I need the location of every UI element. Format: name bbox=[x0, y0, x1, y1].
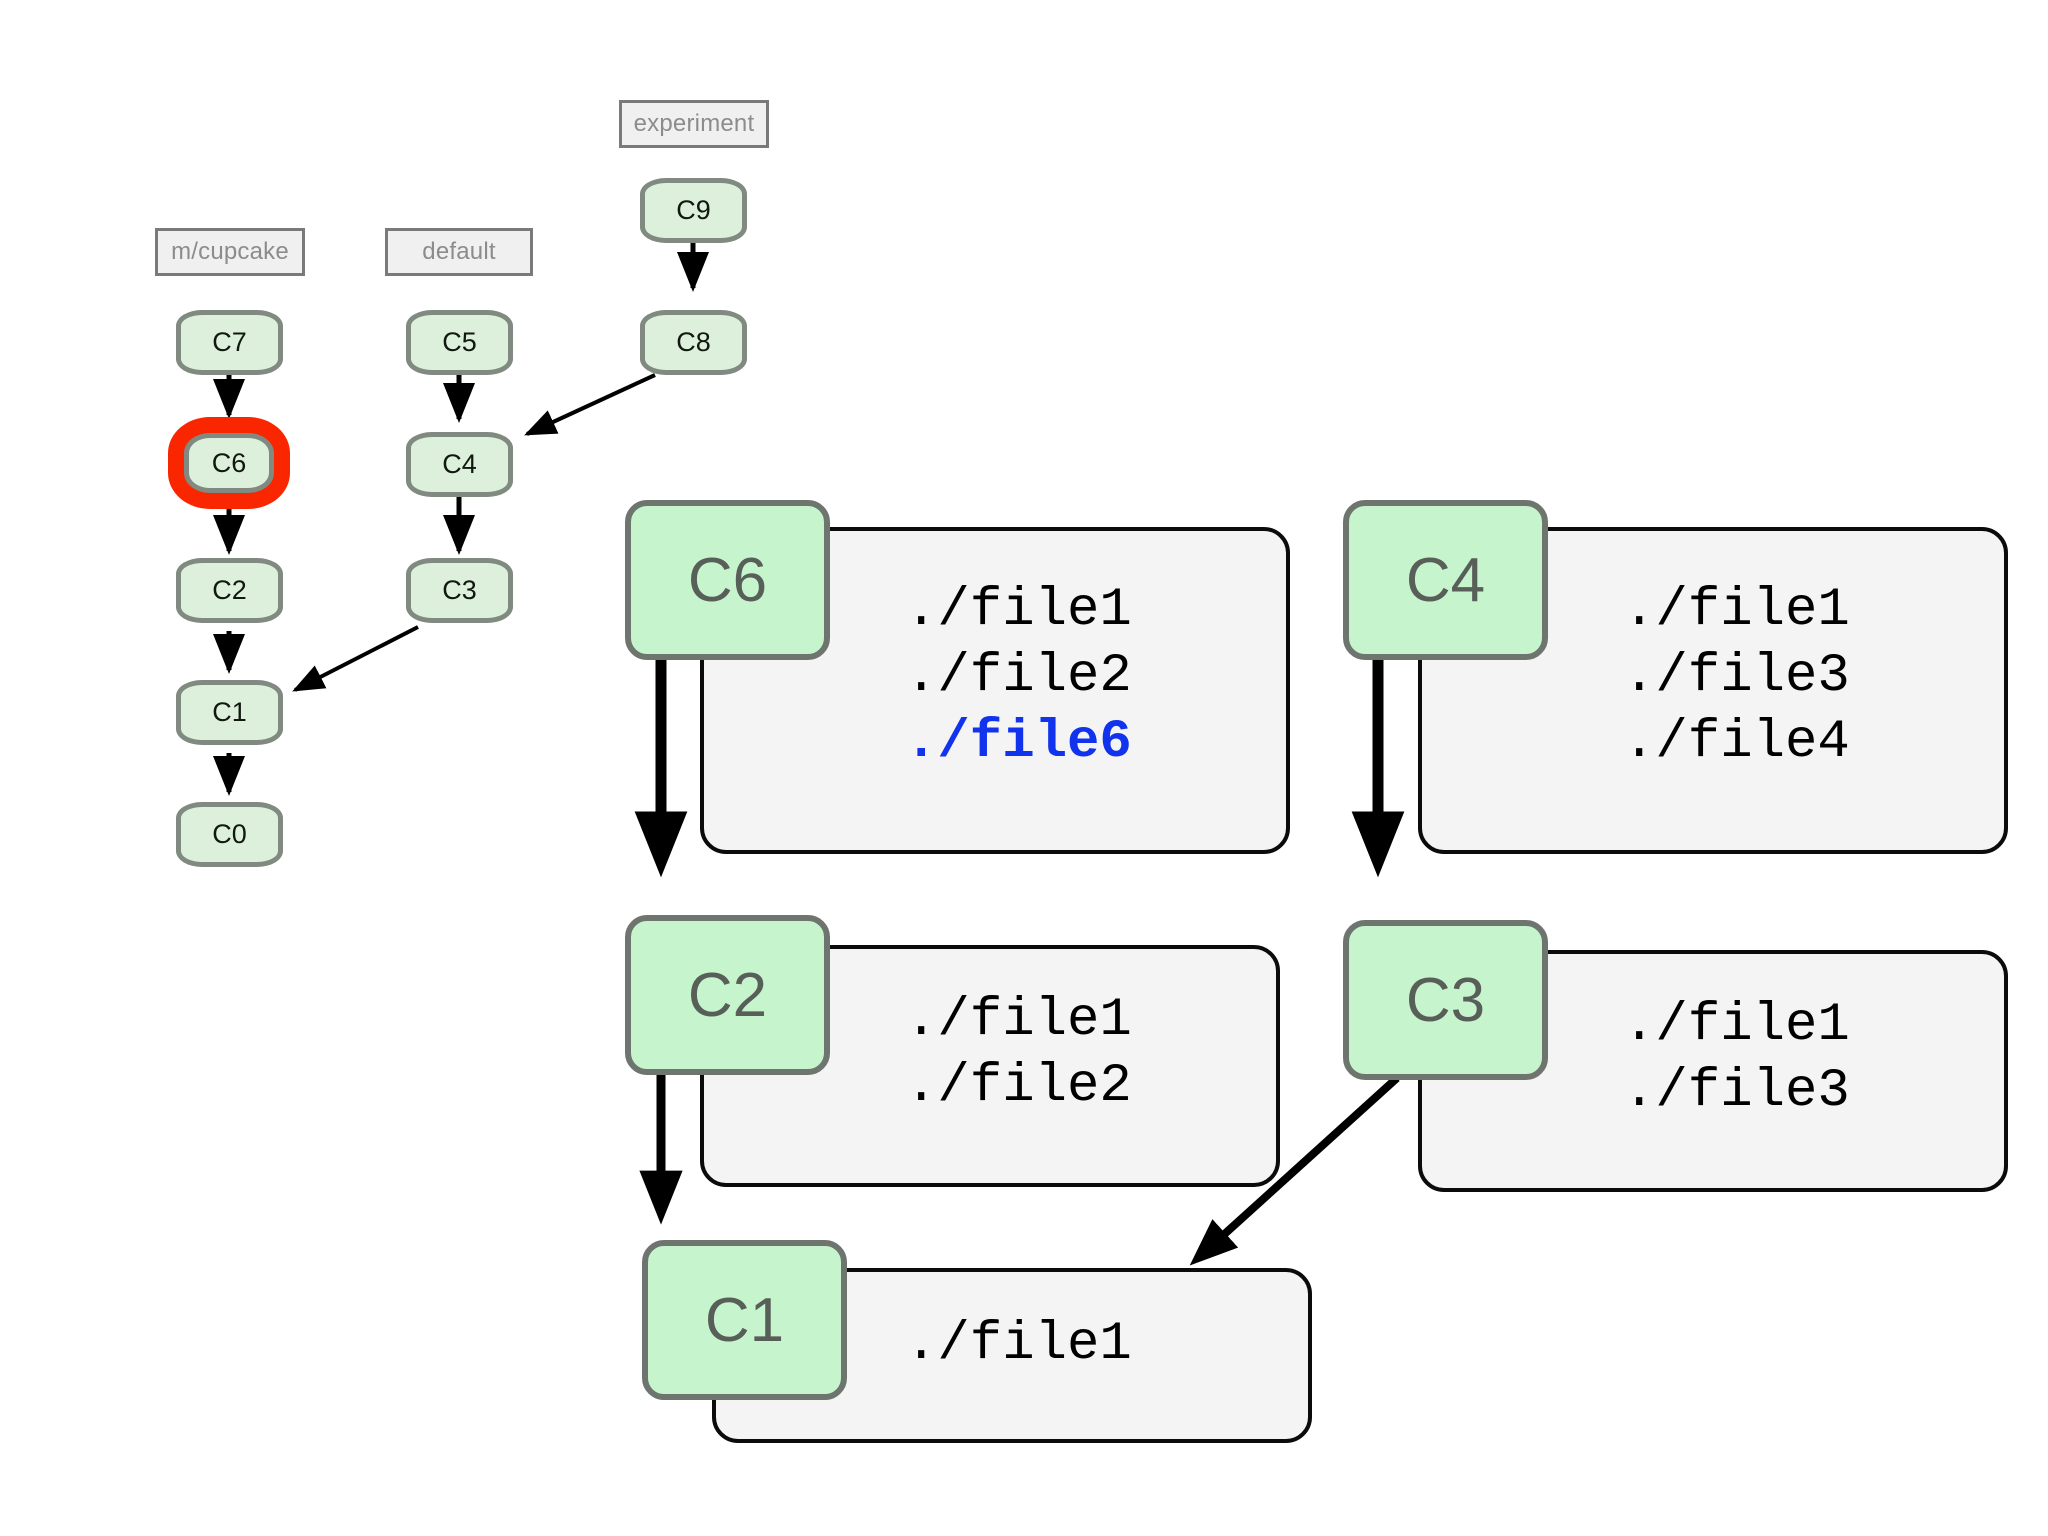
graph-node-c2[interactable]: C2 bbox=[176, 558, 283, 623]
file-item: ./file1 bbox=[1623, 995, 1850, 1056]
graph-node-c9[interactable]: C9 bbox=[640, 178, 747, 243]
edge-c8-c4 bbox=[524, 373, 656, 436]
detail-tag-label: C4 bbox=[1405, 545, 1486, 615]
graph-node-label: C6 bbox=[211, 447, 247, 478]
graph-node-c4[interactable]: C4 bbox=[406, 432, 513, 497]
graph-node-c5[interactable]: C5 bbox=[406, 310, 513, 375]
branch-label-default[interactable]: default bbox=[385, 228, 533, 276]
graph-node-label: C9 bbox=[676, 195, 711, 225]
detail-tag-c2[interactable]: C2 bbox=[625, 915, 830, 1075]
detail-tag-label: C6 bbox=[687, 545, 768, 615]
branch-label-text: m/cupcake bbox=[171, 238, 289, 265]
file-list-c2: ./file1 ./file2 bbox=[905, 988, 1132, 1120]
graph-node-label: C8 bbox=[676, 327, 711, 357]
detail-tag-c4[interactable]: C4 bbox=[1343, 500, 1548, 660]
graph-node-label: C4 bbox=[442, 449, 477, 479]
graph-node-label: C7 bbox=[212, 327, 247, 357]
graph-node-c0[interactable]: C0 bbox=[176, 802, 283, 867]
file-item: ./file6 bbox=[905, 711, 1132, 773]
detail-tag-label: C2 bbox=[687, 960, 768, 1030]
graph-node-c8[interactable]: C8 bbox=[640, 310, 747, 375]
file-item: ./file3 bbox=[1623, 645, 1850, 707]
branch-label-experiment[interactable]: experiment bbox=[619, 100, 769, 148]
graph-node-label: C1 bbox=[212, 697, 247, 727]
graph-node-label: C5 bbox=[442, 327, 477, 357]
branch-label-text: default bbox=[422, 238, 496, 265]
graph-node-c3[interactable]: C3 bbox=[406, 558, 513, 623]
detail-tag-c6[interactable]: C6 bbox=[625, 500, 830, 660]
edge-c3-c1 bbox=[292, 625, 419, 692]
file-item: ./file2 bbox=[905, 645, 1132, 707]
file-list-c4: ./file1 ./file3 ./file4 bbox=[1623, 578, 1850, 776]
branch-label-text: experiment bbox=[633, 110, 755, 137]
graph-node-label: C2 bbox=[212, 575, 247, 605]
detail-tag-c3[interactable]: C3 bbox=[1343, 920, 1548, 1080]
file-item: ./file1 bbox=[905, 580, 1132, 641]
file-item: ./file1 bbox=[905, 1314, 1132, 1375]
file-item: ./file4 bbox=[1623, 711, 1850, 773]
file-item: ./file3 bbox=[1623, 1060, 1850, 1122]
file-list-c1: ./file1 bbox=[905, 1312, 1132, 1378]
graph-node-c6[interactable]: C6 bbox=[184, 433, 274, 493]
graph-node-label: C0 bbox=[212, 819, 247, 849]
file-item: ./file1 bbox=[905, 990, 1132, 1051]
detail-tag-label: C1 bbox=[704, 1285, 785, 1355]
file-item: ./file1 bbox=[1623, 580, 1850, 641]
graph-node-c1[interactable]: C1 bbox=[176, 680, 283, 745]
branch-label-m-cupcake[interactable]: m/cupcake bbox=[155, 228, 305, 276]
graph-node-label: C3 bbox=[442, 575, 477, 605]
detail-tag-c1[interactable]: C1 bbox=[642, 1240, 847, 1400]
graph-node-c7[interactable]: C7 bbox=[176, 310, 283, 375]
detail-tag-label: C3 bbox=[1405, 965, 1486, 1035]
file-list-c6: ./file1 ./file2 ./file6 bbox=[905, 578, 1132, 776]
file-item: ./file2 bbox=[905, 1055, 1132, 1117]
file-list-c3: ./file1 ./file3 bbox=[1623, 993, 1850, 1125]
